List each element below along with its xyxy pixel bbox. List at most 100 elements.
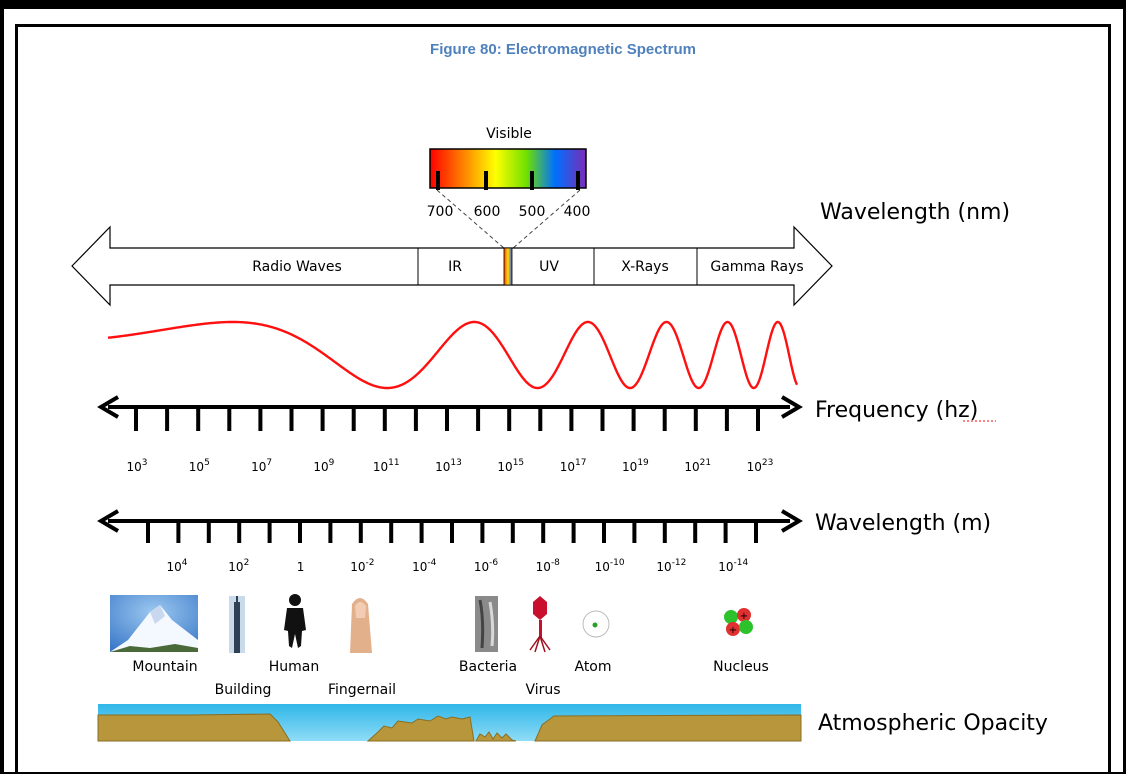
wavelength-tick: [754, 521, 758, 543]
wavelength-tick: [510, 521, 515, 543]
visible-zoom-line-left: [436, 189, 506, 250]
wavelength-tick: [267, 521, 272, 543]
wavelength-tick: [206, 521, 211, 543]
frequency-label: Frequency (hz): [815, 398, 978, 423]
frequency-tick: [724, 407, 729, 431]
frequency-tick: [756, 407, 760, 431]
band-x-rays: X-Rays: [621, 259, 669, 275]
frequency-tick-label: 1019: [622, 458, 649, 474]
band-ir: IR: [448, 259, 462, 275]
frequency-tick: [258, 407, 263, 431]
svg-text:+: +: [740, 611, 748, 622]
visible-tick-600: [484, 171, 488, 190]
wavelength-tick: [571, 521, 576, 543]
wavelength-tick: [176, 521, 181, 543]
visible-zoom-line-right: [511, 189, 581, 250]
frequency-tick: [507, 407, 512, 431]
frequency-tick-label: 109: [313, 458, 334, 474]
inner-frame: [15, 24, 1111, 772]
wavelength-tick-label: 102: [228, 558, 249, 574]
wavelength-tick: [723, 521, 728, 543]
wavelength-axis: [97, 509, 803, 543]
mountain-image: [110, 595, 198, 652]
frequency-tick: [134, 407, 138, 431]
frequency-tick-label: 1023: [747, 458, 774, 474]
wavelength-tick-label: 10-8: [536, 558, 561, 574]
frequency-tick: [382, 407, 387, 431]
wavelength-tick-label: 104: [166, 558, 187, 574]
wavelength-tick: [237, 521, 242, 543]
wavelength-tick: [662, 521, 667, 543]
em-wave: [107, 320, 799, 390]
object-label-atom: Atom: [574, 659, 611, 675]
frequency-tick: [476, 407, 481, 431]
nucleus-icon: + +: [724, 608, 753, 636]
visible-ticks: [436, 171, 580, 190]
visible-tick-label-500: 500: [519, 204, 546, 220]
frequency-tick-label: 1013: [435, 458, 462, 474]
wavelength-tick: [541, 521, 546, 543]
wavelength-tick-label: 10-4: [412, 558, 437, 574]
frequency-tick: [631, 407, 636, 431]
figure-title: Figure 80: Electromagnetic Spectrum: [430, 41, 696, 58]
wavelength-tick: [602, 521, 606, 543]
frequency-ticks: [134, 407, 760, 431]
band-uv: UV: [539, 259, 559, 275]
object-label-nucleus: Nucleus: [713, 659, 769, 675]
wavelength-tick: [389, 521, 394, 543]
wavelength-tick-label: 10-6: [474, 558, 499, 574]
wavelength-nm-label: Wavelength (nm): [820, 200, 1010, 225]
wavelength-tick: [693, 521, 698, 543]
human-silhouette: [284, 594, 306, 648]
object-label-bacteria: Bacteria: [459, 659, 517, 675]
visible-tick-label-400: 400: [564, 204, 591, 220]
wavelength-tick-label: 10-10: [595, 558, 625, 574]
atmospheric-opacity-band: [97, 704, 802, 742]
frequency-tick-label: 105: [189, 458, 210, 474]
visible-tick-500: [530, 171, 534, 190]
visible-tick-400: [576, 171, 580, 190]
fingernail-image: [350, 598, 372, 653]
visible-tick-700: [436, 171, 440, 190]
frequency-tick: [165, 407, 170, 431]
frequency-tick-label: 1021: [684, 458, 711, 474]
object-label-building: Building: [215, 682, 272, 698]
wavelength-tick: [632, 521, 637, 543]
wavelength-tick: [328, 521, 333, 543]
atmospheric-opacity-label: Atmospheric Opacity: [818, 711, 1048, 736]
frequency-tick: [569, 407, 574, 431]
wavelength-tick: [358, 521, 363, 543]
building-image: [229, 596, 245, 653]
frequency-tick: [445, 407, 449, 431]
frequency-tick: [227, 407, 232, 431]
visible-slit: [503, 247, 513, 286]
frequency-tick: [662, 407, 667, 431]
frequency-tick-label: 1011: [373, 458, 400, 474]
wavelength-tick: [146, 521, 150, 543]
wavelength-tick: [480, 521, 485, 543]
frequency-tick: [351, 407, 356, 431]
virus-image: [529, 596, 551, 653]
frequency-tick: [693, 407, 698, 431]
frequency-arrow-right: [780, 395, 803, 419]
wavelength-tick: [419, 521, 424, 543]
wavelength-m-label: Wavelength (m): [815, 511, 991, 536]
wavelength-tick: [298, 521, 302, 543]
frequency-tick-label: 103: [126, 458, 147, 474]
object-label-fingernail: Fingernail: [328, 682, 396, 698]
wavelength-tick-label: 10-14: [718, 558, 748, 574]
visible-tick-label-600: 600: [474, 204, 501, 220]
frequency-tick: [538, 407, 543, 431]
band-arrow: [71, 225, 833, 307]
wavelength-tick-label: 10-2: [350, 558, 374, 574]
wavelength-arrow-right: [780, 509, 803, 533]
frequency-tick: [196, 407, 201, 431]
wavelength-arrow-left: [97, 509, 120, 533]
frequency-tick: [320, 407, 325, 431]
atom-icon: [582, 610, 610, 638]
frequency-arrow-left: [97, 395, 120, 419]
wavelength-tick-label: 10-12: [656, 558, 686, 574]
